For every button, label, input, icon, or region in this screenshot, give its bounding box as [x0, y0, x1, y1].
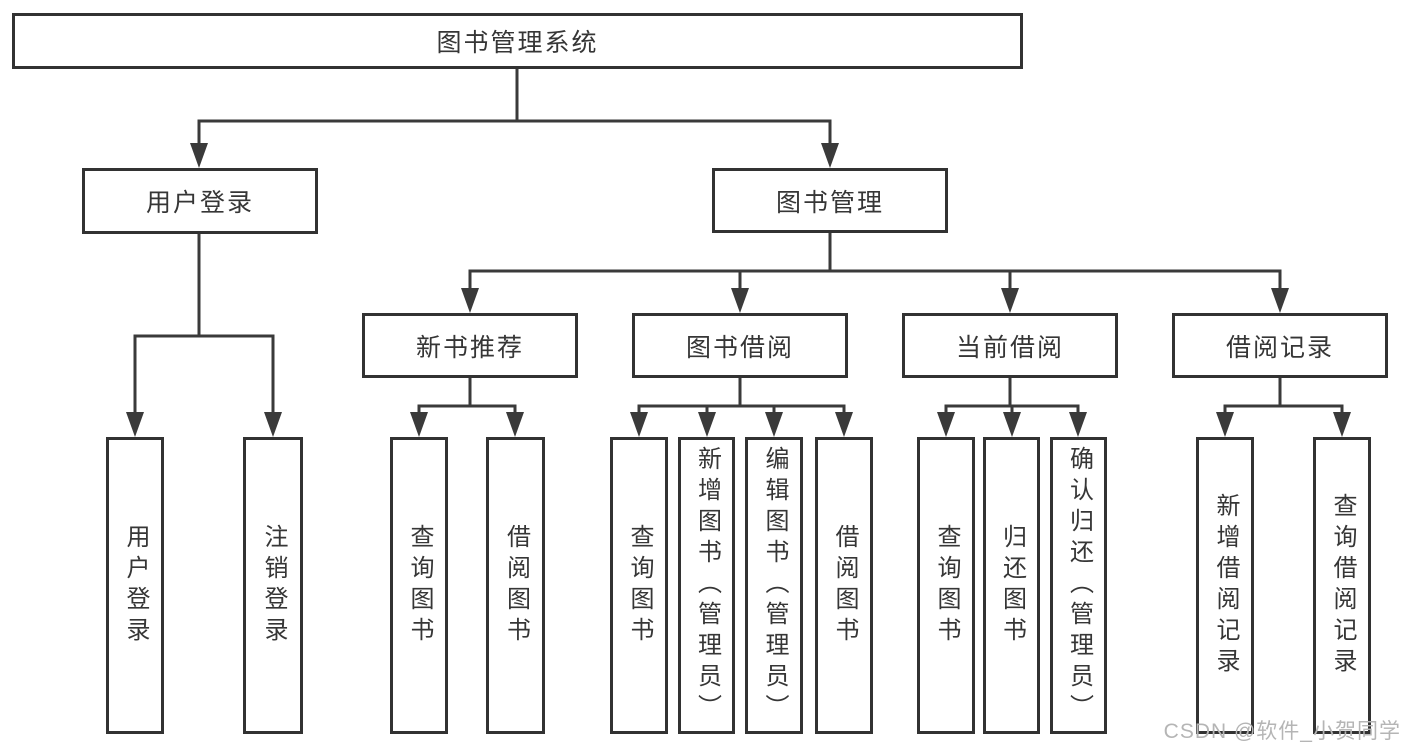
leaf-cb-return-books-label: 归还图书 [998, 523, 1026, 648]
leaf-cb-query-books: 查询图书 [917, 437, 975, 734]
leaf-bb-edit-books-admin-label: 编辑图书（管理员） [761, 446, 788, 725]
leaf-br-add-record: 新增借阅记录 [1196, 437, 1254, 734]
node-book-management: 图书管理 [712, 168, 948, 233]
leaf-cb-query-books-label: 查询图书 [933, 523, 960, 648]
leaf-bb-edit-books-admin: 编辑图书（管理员） [745, 437, 803, 734]
leaf-nbr-borrow-books-label: 借阅图书 [502, 523, 530, 648]
leaf-logout: 注销登录 [243, 437, 303, 734]
leaf-cb-return-books: 归还图书 [983, 437, 1040, 734]
leaf-cb-confirm-return-admin-label: 确认归还（管理员） [1065, 446, 1093, 725]
leaf-br-query-record-label: 查询借阅记录 [1329, 492, 1356, 679]
watermark: CSDN @软件_小贺同学 [1163, 720, 1401, 743]
leaf-bb-borrow-books: 借阅图书 [815, 437, 873, 734]
node-user-login: 用户登录 [82, 168, 318, 234]
leaf-br-add-record-label: 新增借阅记录 [1212, 492, 1239, 679]
node-book-borrowing: 图书借阅 [632, 313, 848, 378]
leaf-user-login-label: 用户登录 [122, 523, 149, 648]
leaf-nbr-borrow-books: 借阅图书 [486, 437, 545, 734]
leaf-br-query-record: 查询借阅记录 [1313, 437, 1371, 734]
leaf-user-login: 用户登录 [106, 437, 164, 734]
leaf-logout-label: 注销登录 [260, 523, 287, 648]
leaf-bb-add-books-admin-label: 新增图书（管理员） [693, 446, 721, 725]
leaf-bb-query-books-label: 查询图书 [626, 523, 653, 648]
leaf-nbr-query-books: 查询图书 [390, 437, 448, 734]
arrowheads [126, 143, 1351, 437]
leaf-nbr-query-books-label: 查询图书 [406, 523, 433, 648]
leaf-bb-query-books: 查询图书 [610, 437, 668, 734]
leaf-cb-confirm-return-admin: 确认归还（管理员） [1050, 437, 1107, 734]
node-system-root: 图书管理系统 [12, 13, 1023, 69]
leaf-bb-borrow-books-label: 借阅图书 [831, 523, 858, 648]
node-borrow-records: 借阅记录 [1172, 313, 1388, 378]
node-current-borrowing: 当前借阅 [902, 313, 1118, 378]
node-new-book-recommend: 新书推荐 [362, 313, 578, 378]
leaf-bb-add-books-admin: 新增图书（管理员） [678, 437, 735, 734]
